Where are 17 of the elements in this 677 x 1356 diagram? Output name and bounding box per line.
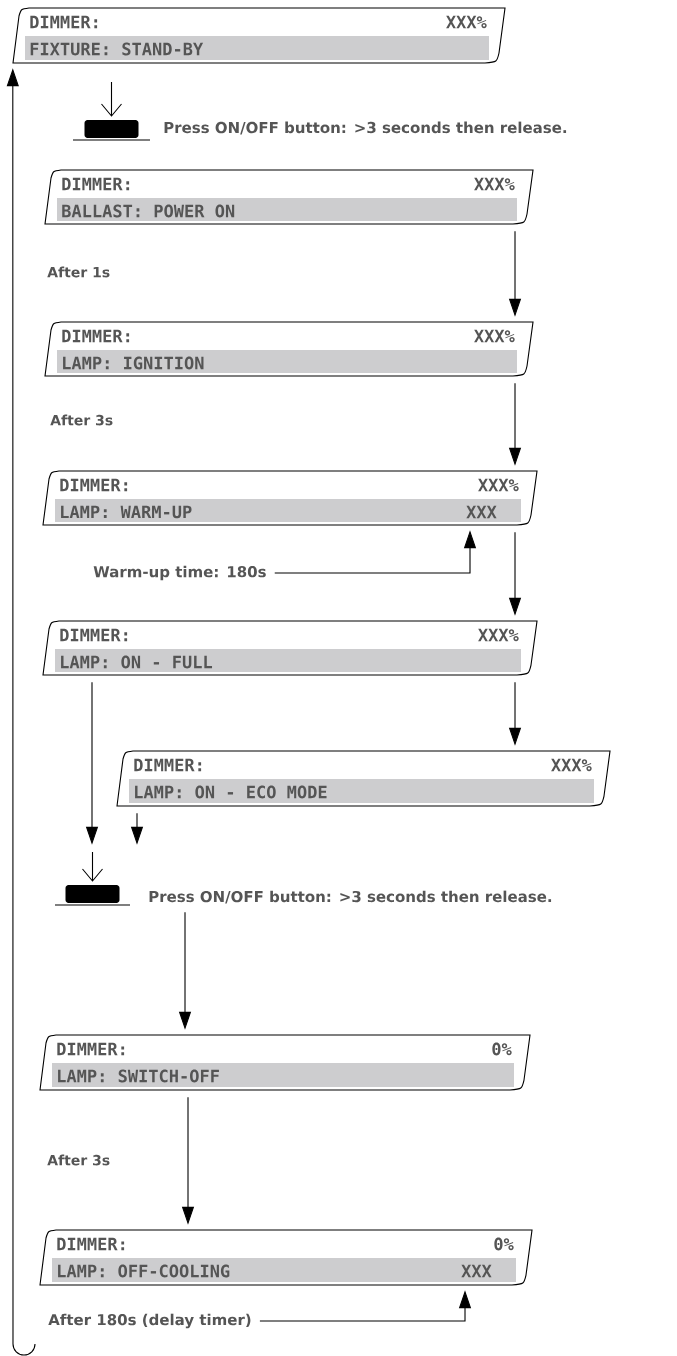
instruction-text: Press ON/OFF button: >3 seconds then release. (164, 121, 567, 135)
display-panel: DIMMER: XXX% LAMP: WARM-UP XXX (42, 470, 538, 526)
note-text: After 180s (delay timer) (48, 1313, 251, 1329)
push-button-icon (72, 81, 151, 141)
display-panel: DIMMER: XXX% FIXTURE: STAND-BY (12, 7, 506, 64)
note-text: Warm-up time: 180s (93, 565, 266, 581)
push-button-icon (54, 851, 131, 906)
step-label: After 3s (47, 1154, 110, 1166)
display-panel: DIMMER: XXX% LAMP: IGNITION (44, 321, 534, 377)
display-panel: DIMMER: 0% LAMP: OFF-COOLING XXX (39, 1229, 533, 1286)
instruction-text: Press ON/OFF button: >3 seconds then release. (149, 890, 552, 904)
display-panel: DIMMER: 0% LAMP: SWITCH-OFF (39, 1034, 531, 1091)
display-panel: DIMMER: XXX% BALLAST: POWER ON (44, 169, 534, 225)
step-label: After 3s (50, 414, 113, 426)
display-panel: DIMMER: XXX% LAMP: ON - ECO MODE (116, 750, 611, 807)
display-panel: DIMMER: XXX% LAMP: ON - FULL (42, 620, 538, 676)
step-label: After 1s (47, 266, 110, 278)
